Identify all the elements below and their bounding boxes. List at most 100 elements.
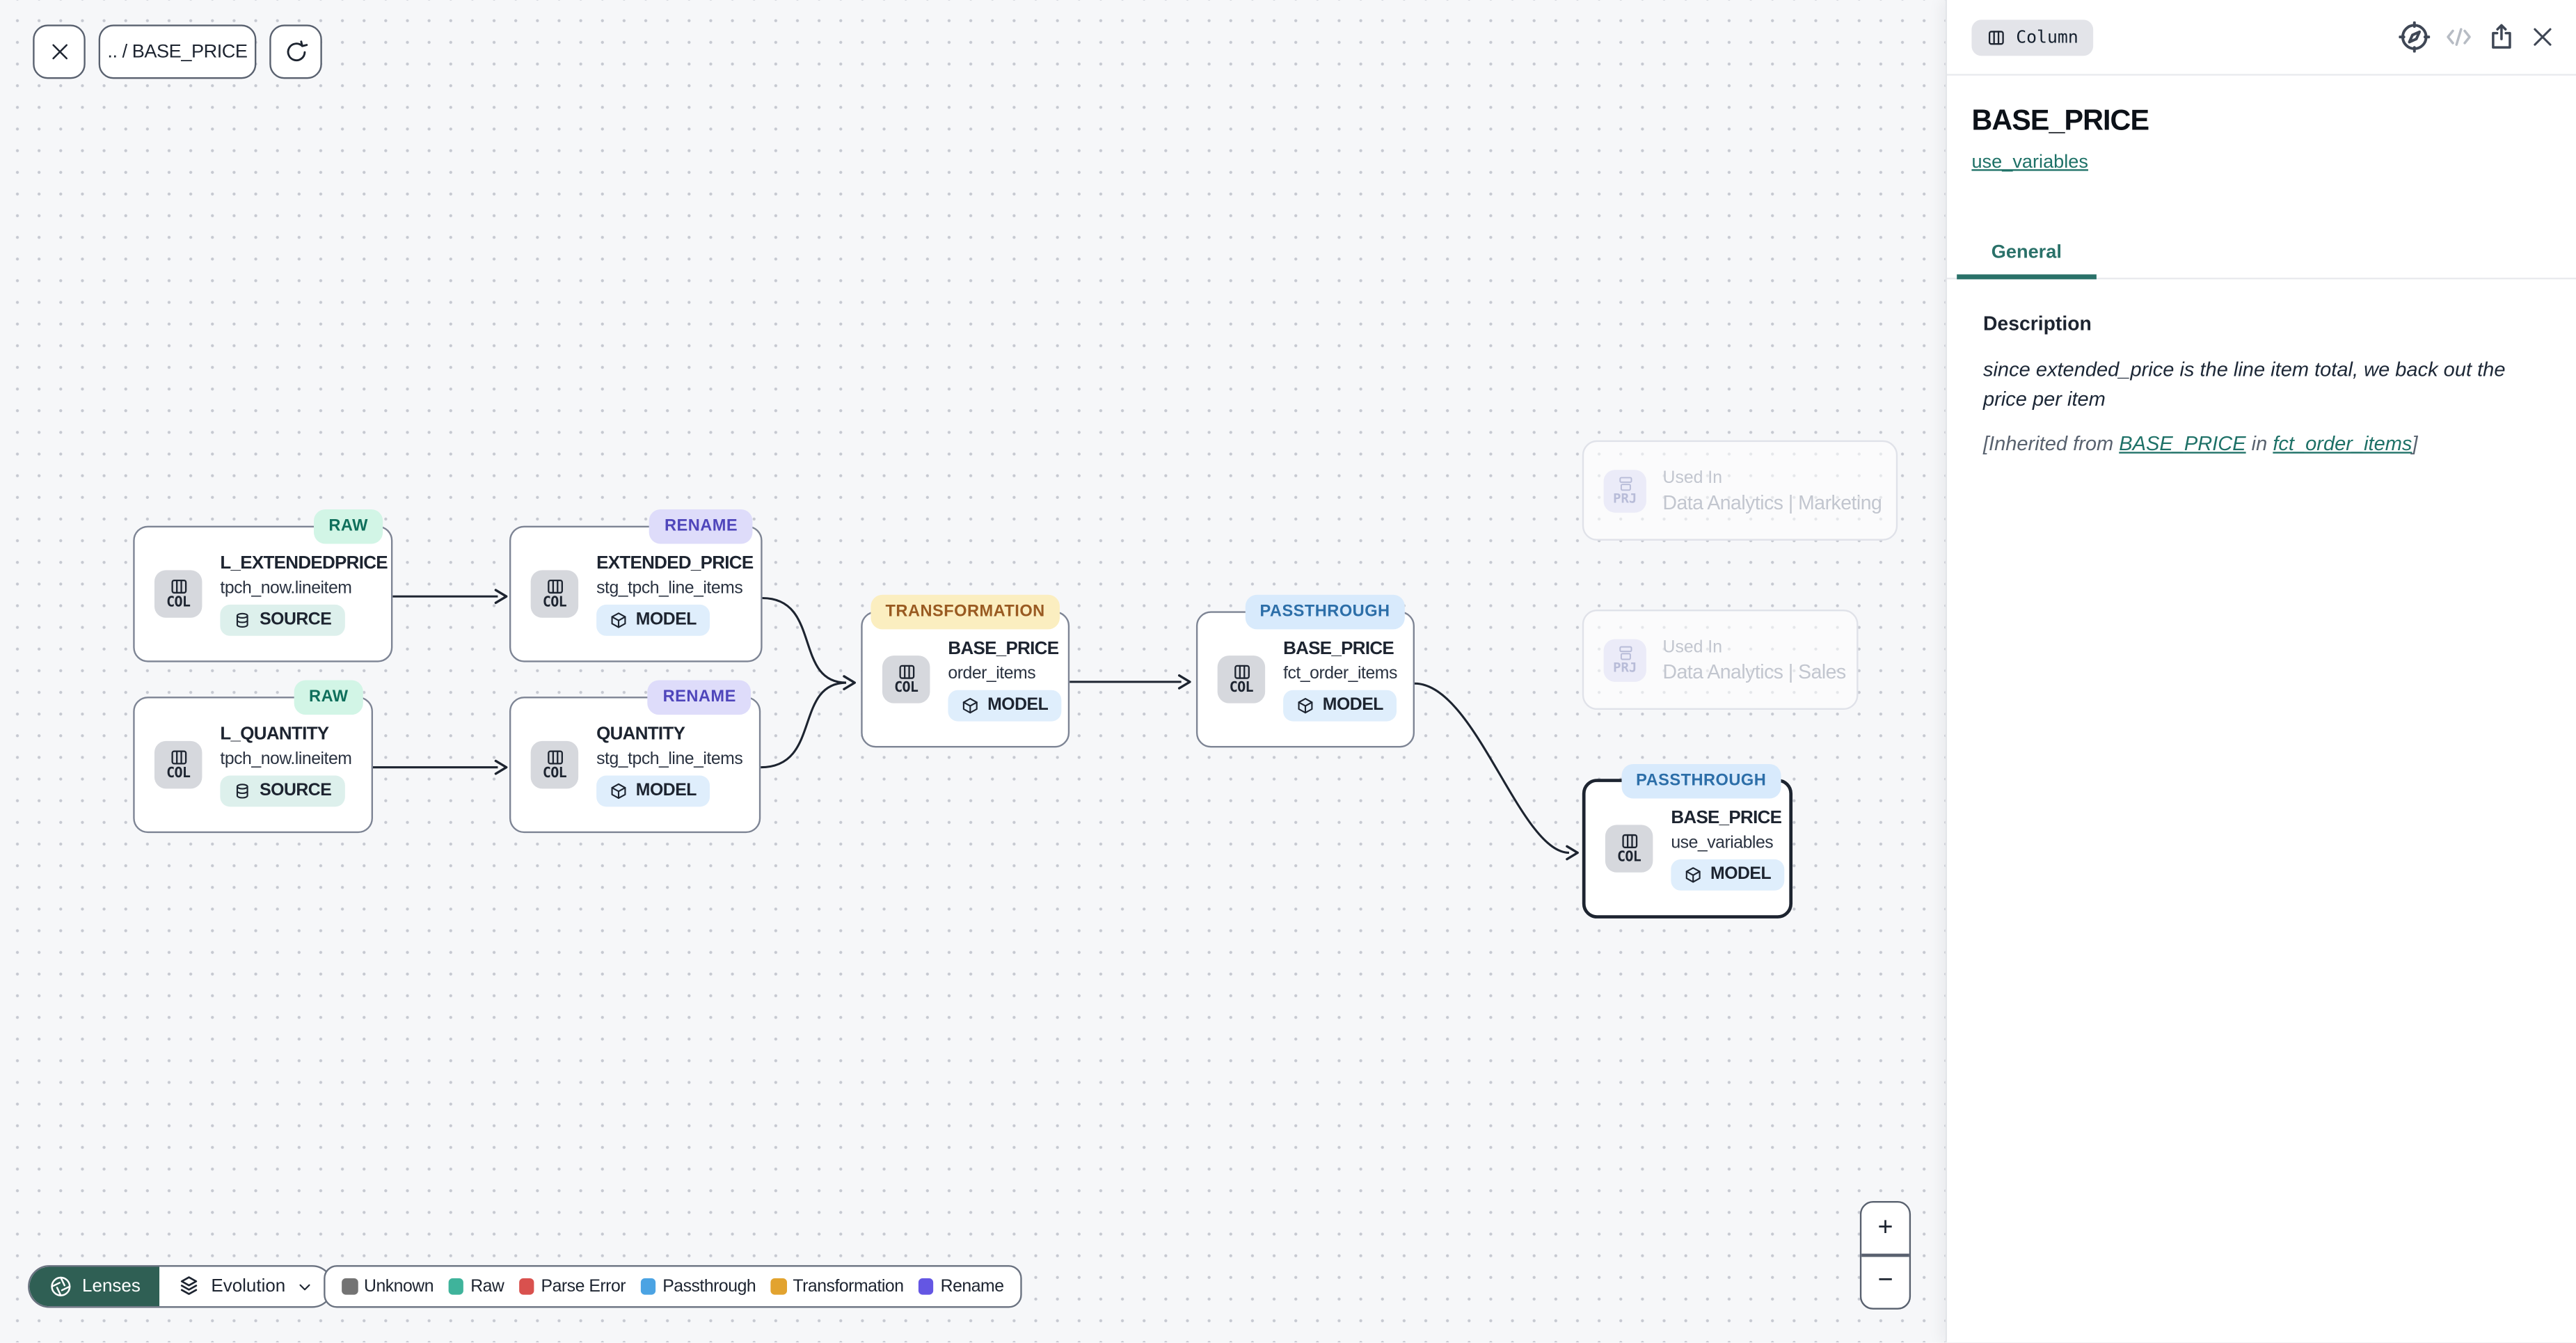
column-chip: COL xyxy=(530,740,579,789)
node-subtitle: fct_order_items xyxy=(1283,662,1397,683)
project-chip: PRJ xyxy=(1603,638,1646,681)
zoom-controls: + − xyxy=(1859,1201,1911,1310)
model-link[interactable]: use_variables xyxy=(1971,152,2089,173)
share-button[interactable] xyxy=(2488,23,2515,51)
node-subtitle: order_items xyxy=(948,662,1036,683)
model-chip: MODEL xyxy=(1283,689,1397,721)
share-icon xyxy=(2492,24,2511,49)
lens-badge: RAW xyxy=(294,680,363,715)
node-title: BASE_PRICE xyxy=(948,638,1059,658)
source-chip: SOURCE xyxy=(220,774,345,806)
ghost-title: Data Analytics | Marketing xyxy=(1662,490,1882,514)
node-quantity[interactable]: RENAME COL QUANTITY stg_tpch_line_items … xyxy=(509,680,761,834)
node-title: QUANTITY xyxy=(596,724,685,744)
close-panel-button[interactable] xyxy=(2530,24,2554,49)
zoom-out-button[interactable]: − xyxy=(1861,1257,1909,1308)
model-chip: MODEL xyxy=(1671,858,1785,890)
columns-icon xyxy=(1621,834,1637,848)
legend-swatch xyxy=(770,1278,786,1295)
zoom-in-button[interactable]: + xyxy=(1861,1202,1909,1254)
node-subtitle: stg_tpch_line_items xyxy=(596,577,743,598)
edge xyxy=(1414,682,1579,861)
node-l-quantity[interactable]: RAW COL L_QUANTITY tpch_now.lineitem SOU… xyxy=(133,680,373,834)
node-extended-price[interactable]: RENAME COL EXTENDED_PRICE stg_tpch_line_… xyxy=(509,509,763,662)
divider xyxy=(1861,1254,1909,1257)
project-icon xyxy=(1619,646,1632,660)
cube-icon xyxy=(611,782,626,798)
lens-badge: PASSTHROUGH xyxy=(1245,594,1405,630)
ghost-label: Used In xyxy=(1662,467,1722,488)
details-panel: Column BASE_PRICE xyxy=(1945,0,2576,1343)
column-chip: COL xyxy=(154,740,202,789)
node-subtitle: tpch_now.lineitem xyxy=(220,748,352,768)
layers-icon xyxy=(182,1276,198,1295)
lenses-label: Lenses xyxy=(82,1276,141,1296)
lineage-canvas[interactable]: .. / BASE_PRICE RAW COL L_EXTENDEDPRICE … xyxy=(0,0,1946,1343)
ghost-node-used-in-sales[interactable]: PRJ Used In Data Analytics | Sales xyxy=(1582,610,1859,710)
page-title: BASE_PRICE xyxy=(1971,103,2149,136)
view-code-button[interactable] xyxy=(2444,23,2472,51)
legend-item: Raw xyxy=(448,1277,504,1296)
inherited-model-link[interactable]: fct_order_items xyxy=(2273,431,2412,456)
column-chip: COL xyxy=(530,570,579,618)
node-l-extendedprice[interactable]: RAW COL L_EXTENDEDPRICE tpch_now.lineite… xyxy=(133,509,393,662)
columns-icon xyxy=(547,579,562,594)
column-chip: COL xyxy=(154,570,202,618)
project-icon xyxy=(1619,477,1632,491)
lens-badge: TRANSFORMATION xyxy=(870,594,1060,630)
legend-item: Rename xyxy=(918,1277,1004,1296)
refresh-button[interactable] xyxy=(269,24,322,79)
node-base-price-order-items[interactable]: TRANSFORMATION COL BASE_PRICE order_item… xyxy=(861,594,1070,748)
node-subtitle: use_variables xyxy=(1671,832,1774,852)
close-icon xyxy=(2534,28,2552,46)
breadcrumb[interactable]: .. / BASE_PRICE xyxy=(98,24,257,79)
panel-header: Column xyxy=(1947,0,2576,76)
database-icon xyxy=(236,612,248,627)
node-subtitle: tpch_now.lineitem xyxy=(220,577,352,598)
legend-swatch xyxy=(342,1278,358,1295)
legend-swatch xyxy=(448,1278,464,1295)
aperture-icon xyxy=(51,1276,71,1296)
lens-legend: Unknown Raw Parse Error Passthrough Tran… xyxy=(324,1265,1022,1308)
legend-swatch xyxy=(918,1278,935,1295)
cube-icon xyxy=(1685,866,1701,882)
model-chip: MODEL xyxy=(596,774,710,806)
node-title: L_QUANTITY xyxy=(220,724,329,744)
columns-icon xyxy=(898,665,914,679)
compass-icon xyxy=(2399,21,2431,53)
explore-lineage-button[interactable] xyxy=(2399,21,2431,53)
node-title: BASE_PRICE xyxy=(1283,638,1394,658)
node-subtitle: stg_tpch_line_items xyxy=(596,748,743,768)
model-chip: MODEL xyxy=(596,603,710,635)
legend-swatch xyxy=(518,1278,535,1295)
lens-selected-label: Evolution xyxy=(211,1276,286,1296)
panel-body: Description since extended_price is the … xyxy=(1947,279,2576,455)
column-chip: COL xyxy=(1217,655,1266,704)
node-title: L_EXTENDEDPRICE xyxy=(220,553,388,573)
lens-badge: RAW xyxy=(314,509,383,544)
ghost-label: Used In xyxy=(1662,636,1722,657)
ghost-title: Data Analytics | Sales xyxy=(1662,660,1847,683)
lenses-control: Lenses Evolution xyxy=(28,1265,333,1308)
lenses-button[interactable]: Lenses xyxy=(29,1266,161,1307)
model-chip: MODEL xyxy=(948,689,1062,721)
close-lineage-button[interactable] xyxy=(33,24,86,79)
legend-item: Parse Error xyxy=(518,1277,626,1296)
source-chip: SOURCE xyxy=(220,603,345,635)
cube-icon xyxy=(962,697,978,713)
node-base-price-use-variables[interactable]: PASSTHROUGH COL BASE_PRICE use_variables… xyxy=(1582,763,1793,919)
inherited-note: [Inherited from BASE_PRICE in fct_order_… xyxy=(1982,431,2418,456)
node-title: BASE_PRICE xyxy=(1671,807,1782,827)
chevron-down-icon xyxy=(299,1283,310,1290)
tab-general[interactable]: General xyxy=(1957,227,2097,280)
ghost-node-used-in-marketing[interactable]: PRJ Used In Data Analytics | Marketing xyxy=(1582,440,1898,541)
panel-title-block: BASE_PRICE use_variables xyxy=(1947,76,2576,176)
legend-item: Transformation xyxy=(770,1277,904,1296)
panel-tabs: General xyxy=(1947,227,2576,280)
lens-selector[interactable]: Evolution xyxy=(160,1266,331,1306)
inherited-column-link[interactable]: BASE_PRICE xyxy=(2119,431,2246,456)
edge xyxy=(762,596,856,690)
node-base-price-fct-order-items[interactable]: PASSTHROUGH COL BASE_PRICE fct_order_ite… xyxy=(1195,594,1415,748)
edge xyxy=(761,681,847,769)
